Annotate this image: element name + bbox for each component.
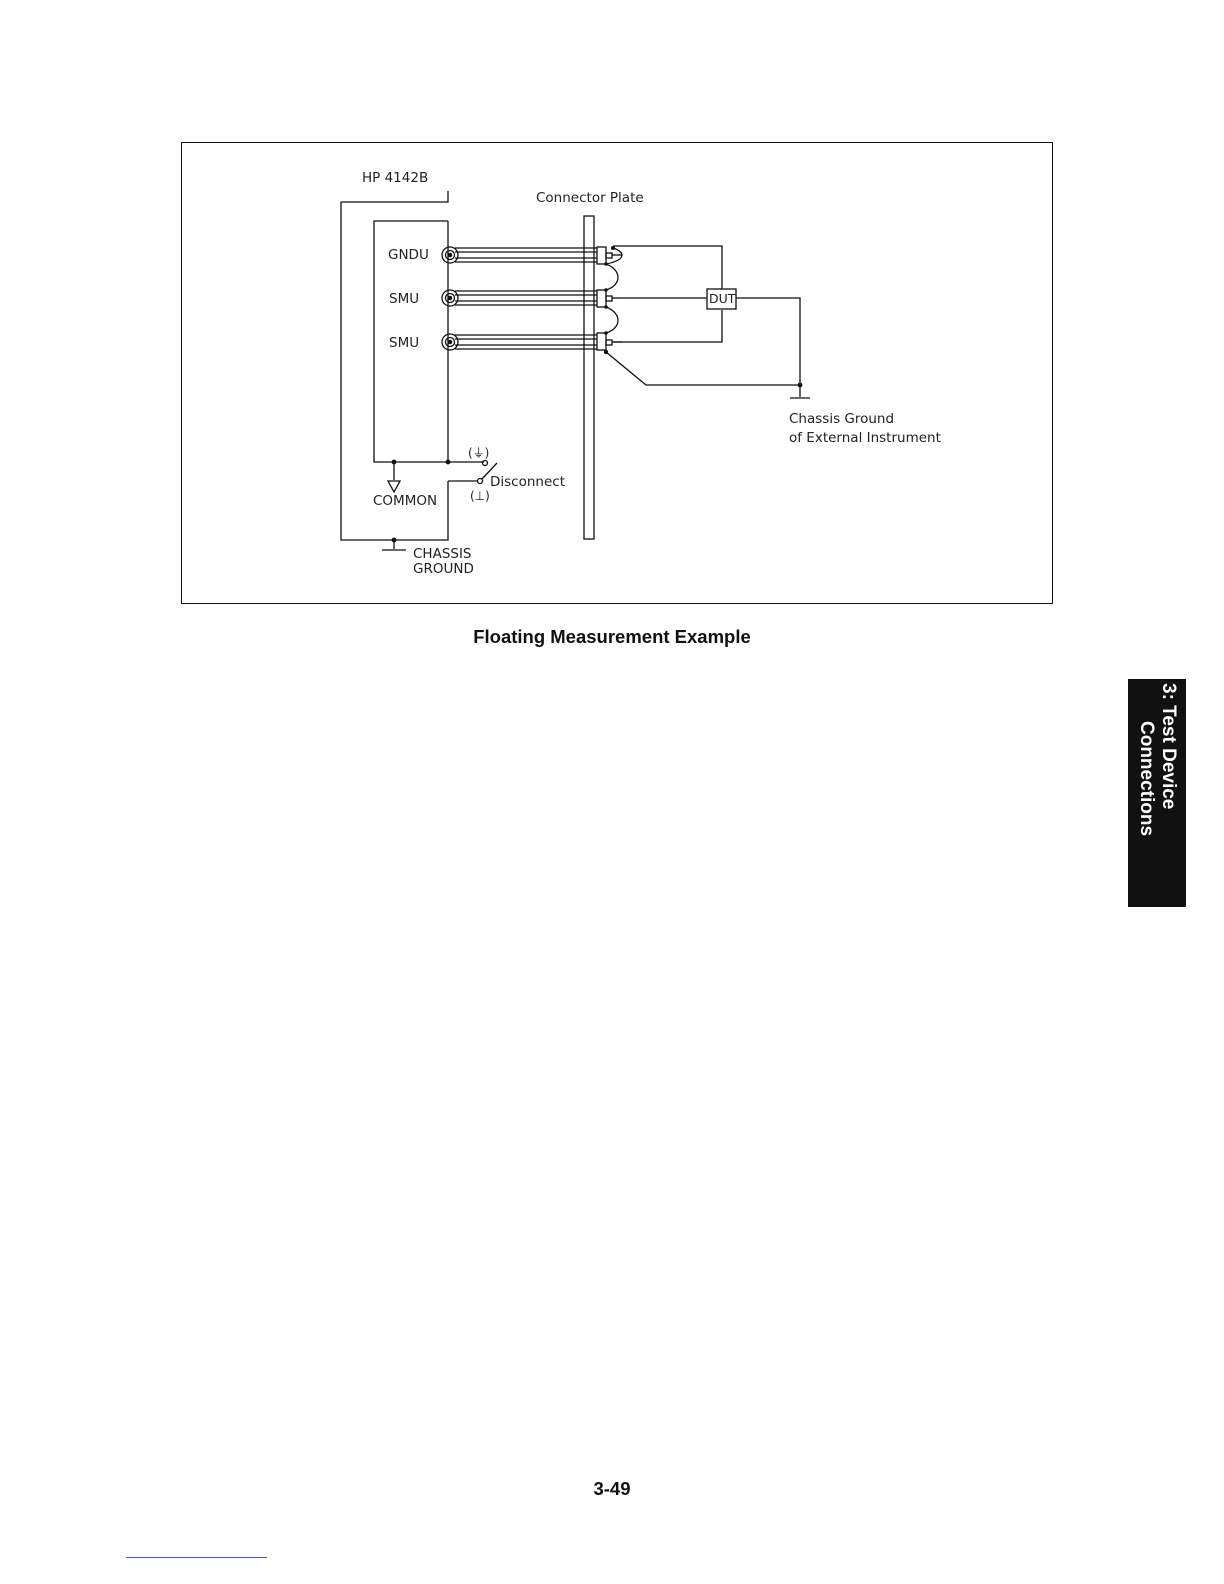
figure-caption: Floating Measurement Example xyxy=(0,626,1224,648)
page-number: 3-49 xyxy=(0,1478,1224,1500)
wire-gndu-dut xyxy=(613,246,722,289)
side-tab-text: 3: Test Device Connections xyxy=(1135,683,1179,903)
switch-bottom-label: (⊥) xyxy=(470,490,490,502)
common-label: COMMON xyxy=(373,495,437,509)
cable-gndu xyxy=(442,247,597,263)
instrument-outline xyxy=(341,191,448,540)
instrument-label: HP 4142B xyxy=(362,172,428,186)
connector-gndu xyxy=(597,247,606,264)
shield-jumper-2 xyxy=(606,307,618,333)
chassis-ground-label-line2: GROUND xyxy=(413,563,474,577)
cable-smu2 xyxy=(442,334,597,350)
gndu-label: GNDU xyxy=(388,249,429,263)
connector-plate xyxy=(584,216,594,539)
wire-smu2-dut xyxy=(613,310,722,342)
connector-smu1 xyxy=(597,290,606,307)
side-tab-line2: Connections xyxy=(1135,683,1157,903)
switch-top-label: (⏚) xyxy=(468,447,489,459)
smu2-label: SMU xyxy=(389,337,419,351)
wire-dut-ground xyxy=(736,298,800,385)
smu1-label: SMU xyxy=(389,293,419,307)
shield-jumper-1 xyxy=(606,264,618,290)
external-ground-label-line1: Chassis Ground xyxy=(789,413,894,427)
side-tab-line1: 3: Test Device xyxy=(1157,683,1179,903)
external-ground-label-line2: of External Instrument xyxy=(789,432,941,446)
switch-contact-top xyxy=(483,461,488,466)
switch-contact-bottom xyxy=(478,479,483,484)
connector-smu2 xyxy=(597,333,606,350)
chassis-ground-label-line1: CHASSIS xyxy=(413,548,472,562)
cable-smu1 xyxy=(442,290,597,306)
floating-measurement-diagram xyxy=(0,0,1224,700)
disconnect-label: Disconnect xyxy=(490,476,565,490)
footer-rule xyxy=(126,1557,267,1558)
shield-jumper-3 xyxy=(606,248,622,264)
dut-label: DUT xyxy=(709,293,735,306)
wire-plate-ground xyxy=(606,352,800,385)
common-ground-symbol xyxy=(388,481,400,492)
chapter-side-tab: 3: Test Device Connections xyxy=(1128,679,1186,907)
connector-plate-label: Connector Plate xyxy=(536,192,644,206)
